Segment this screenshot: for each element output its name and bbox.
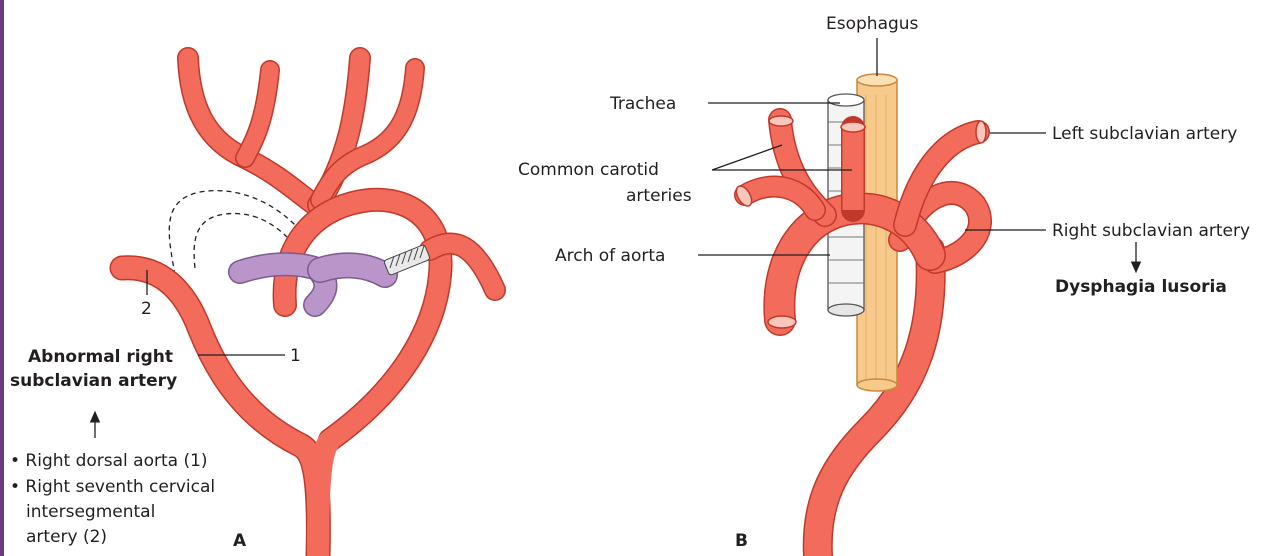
panel-b-carotid-left — [733, 116, 825, 215]
carotid-leader-left — [712, 145, 782, 170]
label-right-subclavian: Right subclavian artery — [1052, 221, 1250, 241]
abnormal-label-line1: Abnormal right — [28, 347, 173, 367]
panel-b-label: B — [735, 531, 748, 551]
bullet-right-dorsal-aorta: • Right dorsal aorta (1) — [10, 451, 208, 471]
label-arch-of-aorta: Arch of aorta — [555, 246, 665, 266]
panel-a-neck-arteries — [188, 58, 415, 205]
label-dysphagia-lusoria: Dysphagia lusoria — [1055, 277, 1227, 297]
label-left-subclavian: Left subclavian artery — [1052, 124, 1237, 144]
panel-a-label: A — [233, 531, 247, 551]
label-common-carotid-line2: arteries — [626, 186, 692, 206]
marker-2-label: 2 — [141, 299, 152, 319]
bullet-seventh-cervical-line2: intersegmental — [26, 502, 155, 522]
label-trachea: Trachea — [609, 94, 676, 114]
panel-b-carotid-right — [841, 122, 865, 210]
bullet-seventh-cervical-line3: artery (2) — [26, 527, 107, 547]
panel-a-drawing: 2 1 Abnormal right subclavian artery • R… — [10, 58, 495, 556]
label-common-carotid-line1: Common carotid — [518, 160, 659, 180]
bullet-seventh-cervical-line1: • Right seventh cervical — [10, 477, 215, 497]
marker-1-label: 1 — [290, 346, 301, 366]
panel-b-drawing: Esophagus Trachea Common carotid arterie… — [518, 14, 1250, 556]
panel-a-bronchus — [240, 244, 430, 305]
abnormal-label-line2: subclavian artery — [10, 371, 177, 391]
panel-a-aortic-arch — [285, 200, 495, 440]
label-esophagus: Esophagus — [826, 14, 919, 34]
